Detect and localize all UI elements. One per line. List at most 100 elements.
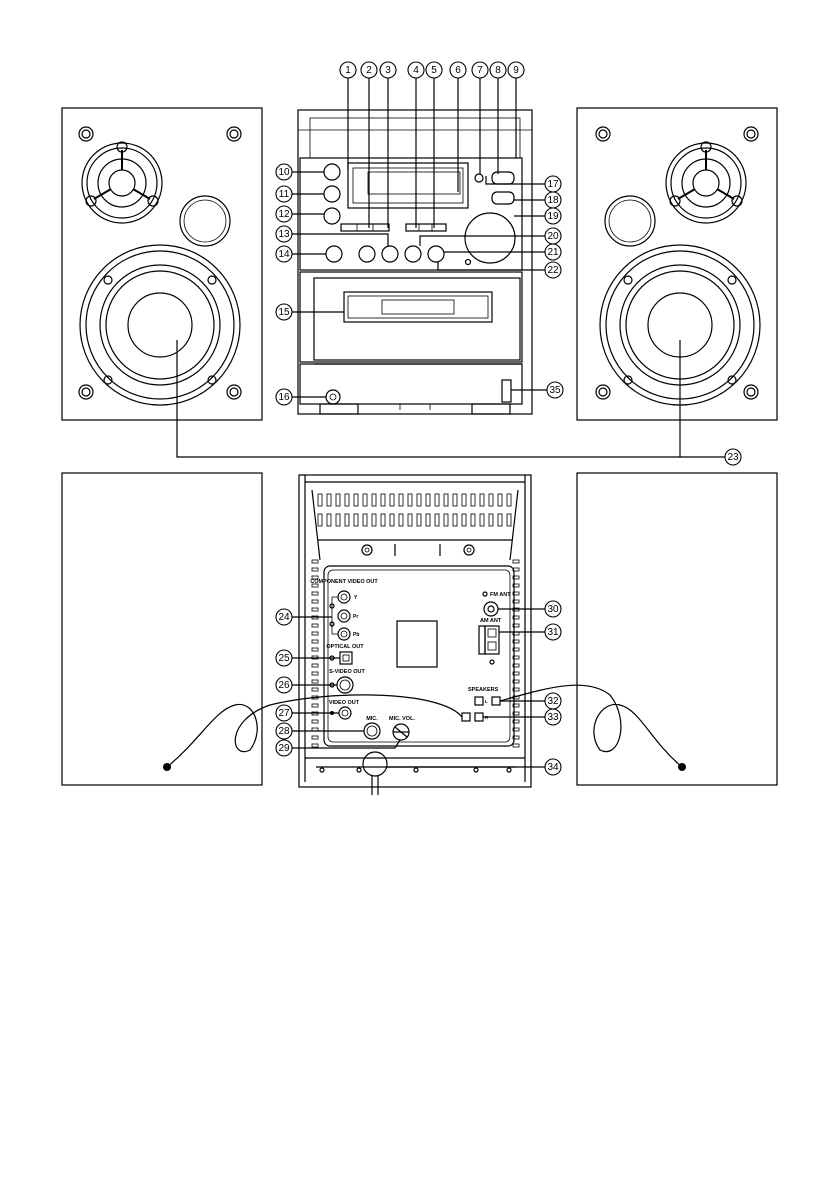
button-13b[interactable] — [381, 245, 399, 263]
component-y-jack[interactable] — [337, 590, 351, 604]
callout-circle — [449, 61, 467, 79]
s-video-out-label: S-VIDEO OUT — [329, 669, 365, 675]
open-close-button[interactable] — [491, 171, 515, 185]
main-unit-rear: COMPONENT VIDEO OUT Y Pr Pb OPTICAL OUT … — [298, 474, 532, 795]
callout-number: 30 — [547, 604, 559, 615]
bass-port — [604, 195, 656, 247]
callout-circle — [544, 261, 562, 279]
callout-number: 27 — [278, 708, 290, 719]
component-pr-jack[interactable] — [337, 609, 351, 623]
rear-leader-lines — [292, 608, 546, 768]
mic-jack[interactable] — [363, 722, 381, 740]
callout-number: 28 — [278, 726, 290, 737]
right-speaker-front — [576, 107, 778, 421]
tweeter — [665, 141, 747, 224]
leader-lines — [176, 78, 725, 458]
callout-number: 19 — [547, 211, 559, 222]
button-20[interactable] — [404, 245, 422, 263]
callout-circle — [275, 649, 293, 667]
s-video-out-jack[interactable] — [336, 676, 354, 694]
callout-circle — [275, 722, 293, 740]
display-window — [347, 162, 469, 209]
speaker-right-terminal[interactable] — [474, 712, 484, 722]
callout-circle — [275, 388, 293, 406]
pr-label: Pr — [353, 614, 358, 620]
callout-circle — [425, 61, 443, 79]
callout-number: 15 — [278, 307, 290, 318]
usb-port[interactable] — [501, 379, 512, 403]
button-14[interactable] — [325, 245, 343, 263]
callout-circle — [275, 676, 293, 694]
callout-circle — [275, 205, 293, 223]
power-button[interactable] — [323, 163, 341, 181]
callout-number: 33 — [547, 712, 559, 723]
callout-number: 32 — [547, 696, 559, 707]
button-13a[interactable] — [358, 245, 376, 263]
tweeter — [81, 141, 163, 224]
main-unit-front — [297, 109, 533, 415]
callout-number: 25 — [278, 653, 290, 664]
speaker-left-terminal[interactable] — [474, 696, 484, 706]
callout-number: 35 — [549, 385, 561, 396]
fm-ant-jack[interactable] — [483, 601, 499, 617]
pb-label: Pb — [353, 632, 359, 638]
callout-circle — [546, 381, 564, 399]
button-21[interactable] — [427, 245, 445, 263]
video-out-label: VIDEO OUT — [329, 700, 360, 706]
phones-jack[interactable] — [325, 389, 341, 405]
callout-number: 5 — [431, 65, 437, 76]
callout-number: 18 — [547, 195, 559, 206]
volume-knob[interactable] — [464, 212, 516, 264]
callout-circle — [724, 448, 742, 466]
callout-number: 8 — [495, 65, 501, 76]
video-out-jack[interactable] — [338, 706, 352, 720]
callout-circle — [275, 163, 293, 181]
callout-number: 22 — [547, 265, 559, 276]
mic-label: MIC. — [366, 716, 378, 722]
cd-button[interactable] — [491, 191, 515, 205]
callout-number: 17 — [547, 179, 559, 190]
callout-number: 3 — [385, 65, 391, 76]
callout-number: 26 — [278, 680, 290, 691]
callout-circle — [339, 61, 357, 79]
callout-number: 14 — [278, 249, 290, 260]
component-video-out-label: COMPONENT VIDEO OUT — [310, 579, 378, 585]
callout-circle — [275, 303, 293, 321]
callout-number: 12 — [278, 209, 290, 220]
callout-circle — [275, 245, 293, 263]
component-pb-jack[interactable] — [337, 627, 351, 641]
callout-circle — [544, 623, 562, 641]
right-speaker-cable — [499, 684, 683, 768]
cassette-door[interactable] — [343, 291, 493, 323]
callout-number: 34 — [547, 762, 559, 773]
callout-circle — [407, 61, 425, 79]
callout-circle — [507, 61, 525, 79]
callout-circle — [544, 243, 562, 261]
screw-icon — [595, 126, 759, 400]
callout-circle — [275, 704, 293, 722]
callout-circle — [489, 61, 507, 79]
callout-circle — [544, 708, 562, 726]
optical-out-jack[interactable] — [339, 651, 353, 665]
callout-number: 29 — [278, 743, 290, 754]
left-speaker-front — [61, 107, 263, 421]
callout-number: 1 — [345, 65, 351, 76]
fm-ant-label: FM ANT — [490, 592, 511, 598]
callout-circle — [544, 600, 562, 618]
callout-number: 21 — [547, 247, 559, 258]
eq-button[interactable] — [323, 207, 341, 225]
callout-number: 10 — [278, 167, 290, 178]
left-speaker-cable — [166, 694, 463, 768]
callout-circle — [275, 739, 293, 757]
callout-number: 7 — [477, 65, 483, 76]
screw-icon — [78, 126, 242, 400]
bass-port — [179, 195, 231, 247]
callout-circle — [544, 207, 562, 225]
vent-slots — [317, 493, 512, 527]
function-button[interactable] — [323, 185, 341, 203]
callout-circle — [379, 61, 397, 79]
callout-number: 13 — [278, 229, 290, 240]
am-ant-label: AM ANT — [480, 618, 502, 624]
